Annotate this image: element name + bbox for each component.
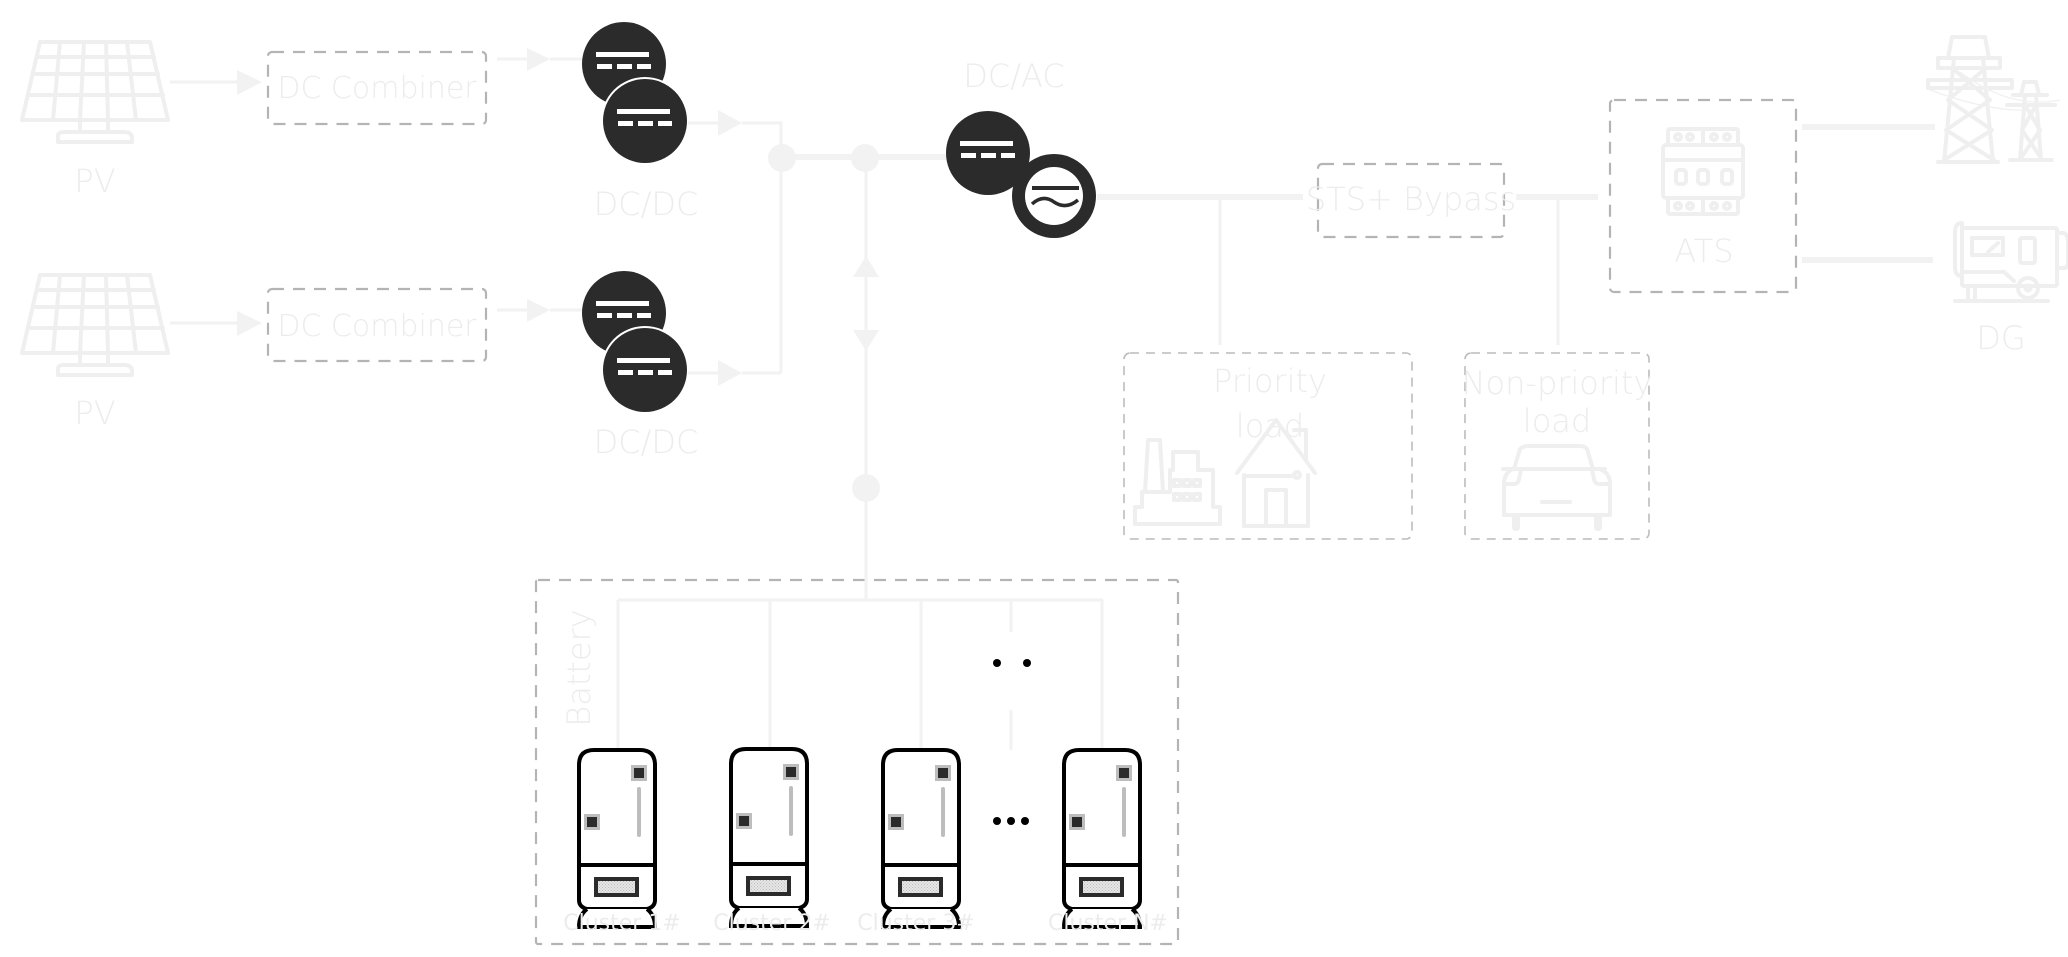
sts-bypass-box[interactable] xyxy=(1316,162,1506,239)
dg-label: DG xyxy=(1976,319,2025,357)
battery-cluster-1[interactable]: Cluster 1# xyxy=(563,748,681,936)
dcdc-label: DC/DC xyxy=(594,185,699,223)
car-icon xyxy=(1501,444,1612,531)
pv-string-1: PV DC Combiner xyxy=(20,40,590,200)
ats-box[interactable] xyxy=(1608,98,1798,294)
battery-cluster-n[interactable]: Cluster N# xyxy=(1048,748,1168,936)
cluster-label: Cluster N# xyxy=(1048,911,1168,936)
arrow-icon xyxy=(527,48,550,71)
factory-icon xyxy=(1133,438,1222,526)
pv-label: PV xyxy=(74,394,115,432)
battery-group: Battery Cluster 1# Cluster 2# Cluster 3# xyxy=(534,500,1180,946)
dc-combiner-box[interactable] xyxy=(266,50,488,126)
solar-panel-icon xyxy=(20,273,170,377)
sts-bypass[interactable]: STS+ Bypass xyxy=(1306,162,1516,239)
arrow-up-icon xyxy=(853,256,879,277)
priority-load-label-line1: Priority xyxy=(1213,362,1327,400)
arrow-icon xyxy=(718,110,742,136)
dcdc-converter-1[interactable]: DC/DC xyxy=(582,22,698,223)
cluster-label: Cluster 2# xyxy=(713,911,831,936)
battery-cabinet-icon xyxy=(577,748,657,929)
diesel-generator-icon: DG xyxy=(1953,221,2068,357)
arrow-icon xyxy=(237,311,262,336)
dc-bus xyxy=(688,110,955,590)
bus-node xyxy=(768,144,796,172)
non-priority-load-box[interactable] xyxy=(1464,352,1650,540)
priority-load[interactable]: Priority load xyxy=(1123,352,1413,540)
priority-load-box[interactable] xyxy=(1123,352,1413,540)
cluster-label: Cluster 3# xyxy=(857,911,975,936)
non-priority-load[interactable]: Non-priority load xyxy=(1462,352,1653,540)
arrow-icon xyxy=(237,70,262,95)
battery-cluster-3[interactable]: Cluster 3# xyxy=(857,748,975,936)
solar-panel-icon xyxy=(20,40,170,144)
battery-box[interactable] xyxy=(534,578,1180,946)
circuit-breaker-icon xyxy=(1661,127,1745,216)
sts-bypass-label: STS+ Bypass xyxy=(1306,180,1516,218)
ellipsis-dot xyxy=(993,659,1001,667)
ellipsis-dot xyxy=(1023,659,1031,667)
bus-node xyxy=(852,474,880,502)
arrow-icon xyxy=(527,299,550,322)
ac-bus xyxy=(1097,124,1935,345)
pv-string-2: PV DC Combiner xyxy=(20,273,590,432)
arrow-icon xyxy=(718,360,742,386)
ats[interactable]: ATS xyxy=(1608,98,1798,294)
non-priority-load-label-line2: load xyxy=(1523,402,1591,440)
battery-wiring xyxy=(616,500,1104,750)
non-priority-load-label-line1: Non-priority xyxy=(1462,364,1653,402)
dc-combiner-label: DC Combiner xyxy=(277,71,477,106)
battery-cluster-2[interactable]: Cluster 2# xyxy=(713,747,831,936)
battery-cabinet-icon xyxy=(729,747,809,928)
dcac-label: DC/AC xyxy=(963,57,1064,95)
battery-label: Battery xyxy=(560,609,598,726)
battery-cabinet-icon xyxy=(881,748,961,929)
dc-combiner-label: DC Combiner xyxy=(277,309,477,344)
dcdc-label: DC/DC xyxy=(594,423,699,461)
dc-ac-inverter[interactable]: DC/AC xyxy=(946,57,1096,238)
dcdc-converter-2[interactable]: DC/DC xyxy=(582,271,698,461)
house-icon xyxy=(1235,418,1317,528)
ats-label: ATS xyxy=(1674,232,1733,270)
cluster-label: Cluster 1# xyxy=(563,911,681,936)
battery-cabinet-icon xyxy=(1062,748,1142,929)
pv-label: PV xyxy=(74,162,115,200)
arrow-down-icon xyxy=(853,330,879,351)
ellipsis-more-clusters xyxy=(993,817,1029,825)
dc-combiner-box[interactable] xyxy=(266,287,488,363)
power-pylon-icon xyxy=(1926,35,2061,164)
